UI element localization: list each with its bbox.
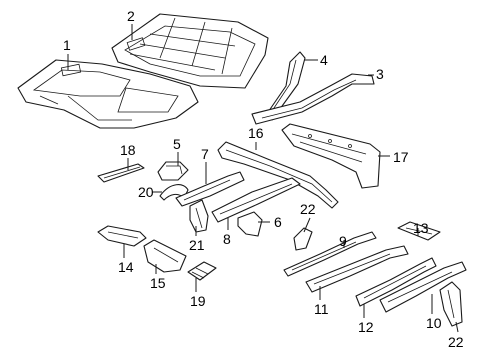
callout-20: 20 — [138, 184, 154, 200]
callout-4: 4 — [320, 52, 328, 68]
callout-12: 12 — [358, 319, 374, 335]
callout-2: 2 — [127, 8, 135, 24]
callout-7: 7 — [201, 146, 209, 162]
part-rear-crossmember — [281, 123, 381, 189]
callout-10: 10 — [426, 315, 442, 331]
callout-14: 14 — [118, 259, 134, 275]
part-support-bracket — [189, 199, 209, 233]
part-crossmember — [175, 171, 245, 207]
callout-11: 11 — [314, 301, 329, 317]
callout-17: 17 — [393, 149, 409, 165]
part-rear-floor-pan — [111, 13, 269, 89]
part-front-floor-pan — [17, 59, 199, 129]
callout-18: 18 — [120, 142, 136, 158]
callout-22: 22 — [448, 334, 464, 350]
callout-8: 8 — [223, 231, 231, 247]
part-bracket-15 — [143, 239, 187, 273]
callout-6: 6 — [274, 214, 282, 230]
part-center-rail — [211, 177, 301, 223]
part-side-rail — [283, 231, 377, 277]
part-small-rail — [97, 163, 145, 183]
callout-1: 1 — [63, 37, 71, 53]
callout-16: 16 — [248, 125, 264, 141]
part-long-rail-11 — [305, 245, 409, 293]
part-rocker-bracket — [263, 51, 306, 121]
callout-9: 9 — [339, 233, 347, 249]
part-side-sill — [251, 73, 375, 125]
callout-13: 13 — [413, 220, 429, 236]
part-long-rail-12 — [355, 257, 437, 307]
part-bracket-14 — [97, 225, 147, 247]
callout-22: 22 — [300, 201, 316, 217]
part-bracket-upper — [293, 227, 313, 251]
leader-lines — [67, 24, 459, 333]
callout-3: 3 — [376, 66, 384, 82]
callout-15: 15 — [150, 275, 166, 291]
part-bracket-lower — [439, 281, 463, 327]
callout-19: 19 — [190, 293, 206, 309]
part-small-bracket — [157, 161, 189, 181]
part-rail-10 — [379, 261, 467, 313]
part-plate-19 — [187, 261, 217, 281]
callout-5: 5 — [173, 136, 181, 152]
part-reinforcement — [237, 211, 263, 237]
callout-21: 21 — [189, 237, 205, 253]
part-long-floor-rail — [217, 141, 339, 209]
